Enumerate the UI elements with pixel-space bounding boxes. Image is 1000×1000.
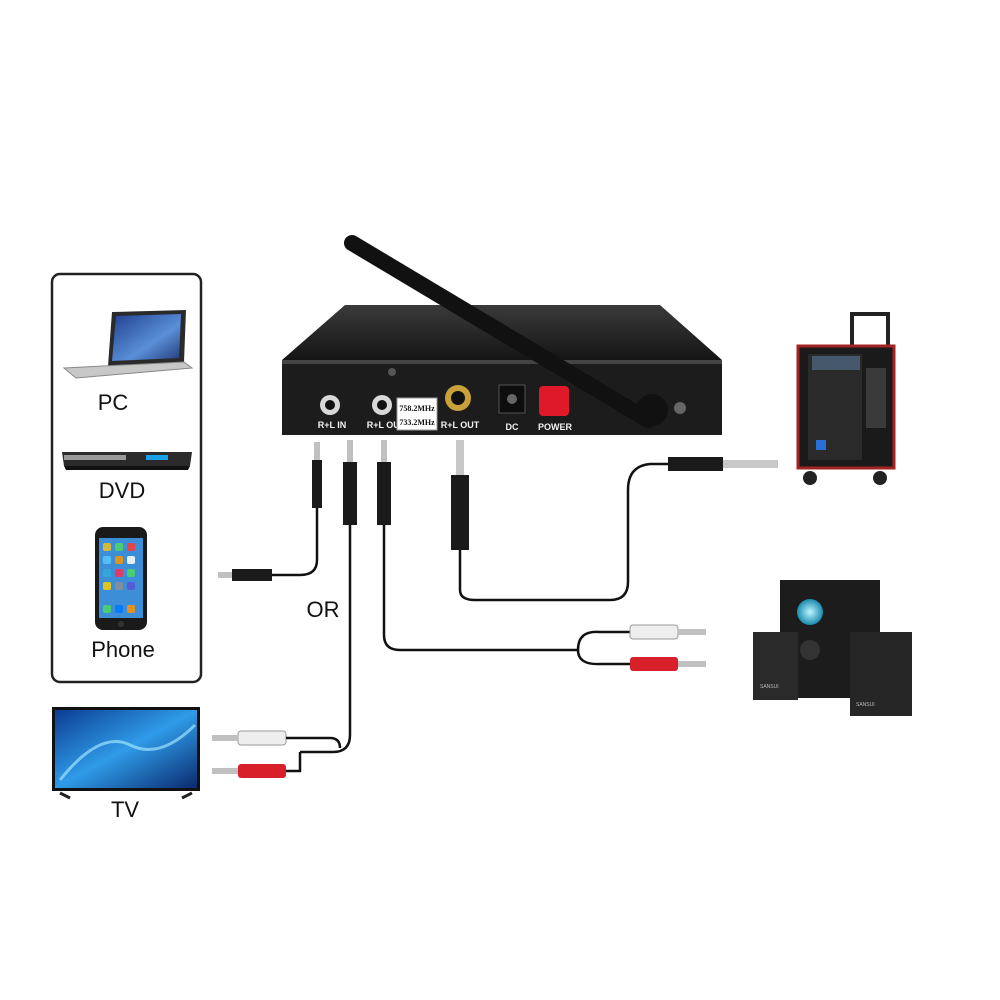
- speaker-brand-right: SANSUI: [856, 702, 875, 708]
- speaker-brand-left: SANSUI: [760, 684, 779, 690]
- port-rl-out-jack-label: R+L OUT: [441, 420, 480, 430]
- port-rl-out-jack: [445, 385, 471, 411]
- cable-speaker-rca: [382, 525, 630, 652]
- power-button[interactable]: [539, 386, 569, 416]
- source-devices-panel: PC DVD: [50, 272, 203, 684]
- plug-aux-phone: [218, 569, 272, 581]
- rca-plugs-tv: [212, 730, 302, 778]
- tv-label: TV: [111, 797, 139, 822]
- dvd-label: DVD: [99, 478, 145, 503]
- freq-b: 733.2MHz: [399, 418, 435, 427]
- port-rl-in: [320, 395, 340, 415]
- cable-aux-in: [270, 508, 319, 577]
- port-rl-in-label: R+L IN: [318, 420, 347, 430]
- cable-tv-rca: [300, 525, 352, 754]
- freq-a: 758.2MHz: [399, 404, 435, 413]
- port-dc: [498, 384, 526, 414]
- laptop-icon: [62, 310, 194, 379]
- port-dc-label: DC: [506, 422, 519, 432]
- screw-icon: [388, 368, 396, 376]
- tv-icon: [52, 707, 200, 800]
- or-label: OR: [307, 597, 340, 622]
- plug-tv-feed: [343, 440, 357, 525]
- cable-jack-out: [458, 462, 668, 602]
- antenna: [344, 235, 668, 428]
- plug-aux-in: [312, 442, 322, 508]
- trolley-speaker-icon: [796, 312, 896, 485]
- frequency-sticker: 758.2MHz 733.2MHz: [396, 397, 438, 431]
- rca-plugs-speakers: [629, 624, 706, 671]
- phone-label: Phone: [91, 637, 155, 662]
- dvd-player-icon: [62, 452, 192, 470]
- phone-icon: [95, 527, 147, 630]
- port-rl-out-rca: [372, 395, 392, 415]
- plug-jack-6-35: [451, 440, 778, 550]
- cables: [270, 462, 668, 754]
- speaker-system-icon: SANSUI SANSUI: [753, 580, 912, 716]
- plug-speaker-feed: [377, 440, 391, 525]
- port-rl-out-rca-label: R+L OUT: [367, 420, 406, 430]
- receiver-unit: R+L IN R+L OUT 758.2MHz 733.2MHz R+L OUT…: [282, 235, 722, 435]
- pc-label: PC: [98, 390, 129, 415]
- screw-icon: [674, 402, 686, 414]
- power-label: POWER: [538, 422, 573, 432]
